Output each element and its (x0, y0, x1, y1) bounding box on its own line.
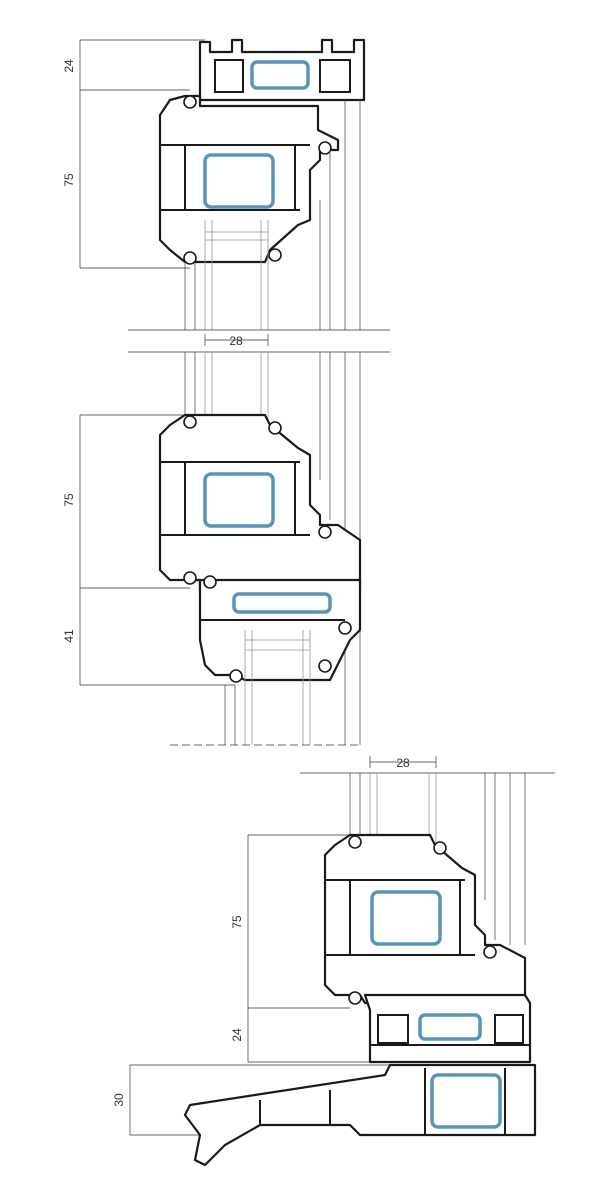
sill-section: 28 75 24 30 (112, 756, 555, 1167)
steel-reinforcement (203, 153, 275, 209)
window-sill-profile (183, 1063, 537, 1167)
sill-dimension-chain: 75 24 30 (112, 834, 390, 1136)
glazing-unit (184, 100, 361, 330)
glazing-width-dimension: 28 (128, 329, 390, 353)
glazing-width-label: 28 (229, 334, 243, 348)
gasket-seal (268, 421, 282, 435)
dimension-label: 75 (230, 915, 244, 929)
steel-reinforcement (250, 60, 310, 90)
steel-reinforcement (430, 1073, 502, 1129)
gasket-seal (348, 835, 362, 849)
gasket-seal (268, 248, 282, 262)
transom-section: 75 41 (62, 352, 362, 746)
sash-profile (158, 413, 362, 592)
gasket-seal (483, 945, 497, 959)
dimension-label: 24 (62, 59, 76, 73)
frame-profile (198, 38, 366, 102)
steel-reinforcement (418, 1013, 482, 1041)
head-dimension-chain: 24 75 (62, 39, 205, 269)
head-section: 24 75 (62, 38, 390, 353)
glazing-width-dimension: 28 (300, 756, 555, 774)
dimension-label: 30 (112, 1093, 126, 1107)
glazing-width-label: 28 (396, 756, 410, 770)
steel-reinforcement (203, 472, 275, 528)
transom-profile (198, 575, 362, 683)
dimension-label: 75 (62, 173, 76, 187)
dimension-label: 24 (230, 1028, 244, 1042)
dimension-label: 41 (62, 629, 76, 643)
gasket-seal (183, 251, 197, 265)
gasket-seal (318, 659, 332, 673)
gasket-seal (183, 415, 197, 429)
gasket-seal (338, 621, 352, 635)
transom-dimension-chain: 75 41 (62, 414, 235, 686)
frame-profile (363, 993, 532, 1064)
dimension-label: 75 (62, 493, 76, 507)
gasket-seal (318, 525, 332, 539)
sash-profile (158, 94, 340, 265)
glazing-unit (170, 630, 360, 746)
gasket-seal (229, 669, 243, 683)
steel-reinforcement (370, 890, 442, 946)
gasket-seal (433, 841, 447, 855)
gasket-seal (203, 575, 217, 589)
gasket-seal (348, 991, 362, 1005)
steel-reinforcement (232, 592, 332, 614)
sash-profile (323, 833, 527, 1005)
gasket-seal (183, 571, 197, 585)
gasket-seal (318, 141, 332, 155)
gasket-seal (183, 95, 197, 109)
